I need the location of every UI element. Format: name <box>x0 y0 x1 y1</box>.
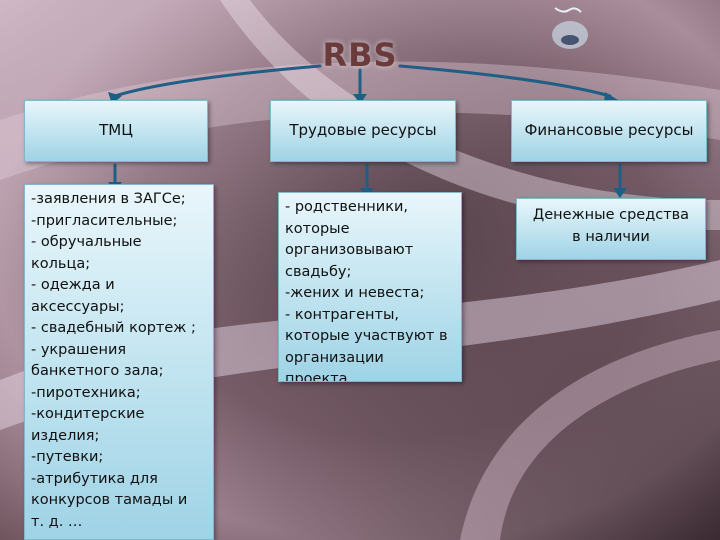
detail-line: проекта <box>285 371 348 382</box>
detail-line: -жених и невеста; <box>285 285 425 301</box>
detail-line: организовывают <box>285 242 414 258</box>
detail-line: -путевки; <box>31 449 104 465</box>
water-drop-icon <box>552 7 588 49</box>
diagram-title: RBS <box>322 36 398 74</box>
detail-line: аксессуары; <box>31 298 125 315</box>
detail-box-finance: Денежные средства в наличии <box>516 198 706 260</box>
detail-line: -заявления в ЗАГСе; <box>31 191 186 207</box>
detail-line: банкетного зала; <box>31 363 164 379</box>
detail-line: - родственники, <box>285 199 409 215</box>
header-label-tmc: ТМЦ <box>99 121 133 140</box>
detail-line: -пиротехника; <box>31 384 141 401</box>
detail-line: -атрибутика для <box>31 470 158 487</box>
detail-line: в наличии <box>572 228 650 245</box>
detail-line: конкурсов тамады и <box>31 492 188 508</box>
detail-line: организации <box>285 349 384 366</box>
header-box-tmc: ТМЦ <box>24 100 208 162</box>
detail-line: - свадебный кортеж ; <box>31 320 196 336</box>
detail-line: - одежда и <box>31 277 115 293</box>
detail-line: -пригласительные; <box>31 212 178 229</box>
detail-line: которые участвуют в <box>285 328 448 344</box>
detail-box-labor: - родственники, которые организовывают с… <box>278 192 462 382</box>
header-label-labor: Трудовые ресурсы <box>289 121 437 140</box>
detail-line: - обручальные <box>31 234 142 250</box>
detail-line: изделия; <box>31 427 100 444</box>
header-box-finance: Финансовые ресурсы <box>511 100 707 162</box>
header-box-labor: Трудовые ресурсы <box>270 100 456 162</box>
detail-line: которые <box>285 220 350 237</box>
detail-line: - контрагенты, <box>285 306 400 323</box>
detail-line: т. д. … <box>31 513 83 530</box>
header-label-finance: Финансовые ресурсы <box>524 121 694 140</box>
detail-line: Денежные средства <box>532 207 690 223</box>
detail-line: свадьбу; <box>285 263 352 280</box>
detail-line: кольца; <box>31 255 91 272</box>
detail-box-tmc: -заявления в ЗАГСе; -пригласительные; - … <box>24 184 214 540</box>
detail-line: -кондитерские <box>31 406 145 422</box>
detail-line: - украшения <box>31 341 127 358</box>
